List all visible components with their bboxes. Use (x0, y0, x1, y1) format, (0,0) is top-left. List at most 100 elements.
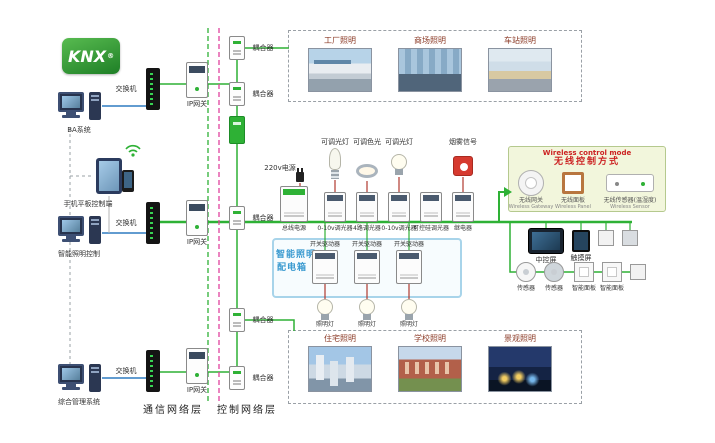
label-touch-screen: 触摸屏 (570, 254, 592, 262)
computer-lighting-control (58, 216, 102, 246)
bulb-base (395, 169, 403, 175)
ip-gateway-middle (186, 200, 208, 236)
label-actuator-3: 开关驱动器 (393, 241, 425, 248)
monitor-base (62, 239, 80, 242)
knx-logo-text: KNX (67, 46, 107, 66)
pc-tower-icon (89, 364, 101, 392)
lamp-icon-3 (401, 299, 417, 321)
label-tunable-light: 可调色光 (353, 138, 381, 146)
label-central-screen: 中控屏 (535, 256, 557, 264)
label-dimmer-0-10v-1: 0-10v调光器 (317, 225, 353, 232)
label-wireless-gateway-zh: 无线网关 (518, 197, 544, 204)
bus-arrowhead (504, 187, 512, 197)
label-coupler-4: 耦合器 (252, 316, 274, 324)
wireless-gateway-icon (518, 170, 544, 196)
label-switch-middle: 交换机 (115, 219, 137, 227)
label-lighting-control: 智能照明控制 (58, 250, 100, 258)
network-switch-bottom (146, 350, 160, 392)
lamp-icon-1 (317, 299, 333, 321)
monitor-icon (58, 364, 84, 384)
label-smart-panel-2: 智能面板 (599, 285, 625, 292)
label-triac-dimmer: 可控硅调光器 (412, 225, 450, 232)
bulb-glass (359, 299, 375, 315)
label-sensor-2: 传感器 (544, 285, 564, 292)
photo-school-lighting (398, 346, 462, 392)
label-ba-system: BA系统 (67, 126, 91, 134)
lamp-icon-2 (359, 299, 375, 321)
label-lamp-3: 照明灯 (399, 321, 419, 328)
bulb-glass (401, 299, 417, 315)
label-actuator-1: 开关驱动器 (309, 241, 341, 248)
touch-screen (572, 230, 590, 252)
distbox-title-line2: 配电箱 (276, 263, 308, 273)
bulb-base (363, 314, 371, 320)
label-switch-top: 交换机 (115, 85, 137, 93)
monitor-icon (58, 92, 84, 112)
wireless-title-en: Wireless control mode (542, 149, 632, 157)
smoke-alarm-icon (453, 156, 473, 176)
coupler-1 (229, 36, 245, 60)
photo-landscape-lighting (488, 346, 552, 392)
phone-icon (122, 170, 134, 192)
label-wireless-gateway-en: Wireless Gateway (508, 204, 554, 210)
wireless-sensor-icon (606, 174, 654, 192)
label-gateway-middle: IP网关 (186, 238, 208, 246)
wifi-icon (124, 142, 142, 157)
photo-factory-lighting (308, 48, 372, 92)
label-dimmable-lamp-2: 可调光灯 (385, 138, 413, 146)
sensor-icon-2 (544, 262, 564, 282)
label-dimmer-0-10v-2: 0-10v调光器 (381, 225, 417, 232)
label-wireless-sensor-en: Wireless Sensor (610, 204, 650, 210)
label-coupler-5: 耦合器 (252, 374, 274, 382)
label-gateway-top: IP网关 (186, 100, 208, 108)
label-lamp-1: 照明灯 (315, 321, 335, 328)
label-dimmer-4ch: 4路调光器 (353, 225, 381, 232)
ip-gateway-top (186, 62, 208, 98)
bulb-icon (391, 154, 407, 176)
bottom-scenes-box (288, 330, 582, 404)
label-control-layer: 控制网络层 (217, 405, 277, 416)
bulb-base (321, 314, 329, 320)
label-smoke-signal: 烟雾信号 (449, 138, 477, 146)
monitor-stand (66, 384, 76, 387)
label-communication-layer: 通信网络层 (143, 405, 203, 416)
label-dimmable-lamp-1: 可调光灯 (321, 138, 349, 146)
label-220v-power: 220v电源 (264, 164, 296, 172)
distbox-title-line1: 智能照明 (275, 250, 317, 260)
coupler-2 (229, 82, 245, 106)
central-control-screen (528, 228, 564, 254)
label-management-system: 综合管理系统 (58, 398, 100, 406)
network-switch-middle (146, 202, 160, 244)
label-sensor-1: 传感器 (516, 285, 536, 292)
bulb-glass (317, 299, 333, 315)
layer-separator-lines (207, 28, 220, 402)
dimmer-4ch-module (356, 192, 378, 222)
wall-panel-small-2 (622, 230, 638, 246)
label-wireless-panel-zh: 无线面板 (560, 197, 586, 204)
monitor-stand (66, 112, 76, 115)
label-switch-bottom: 交换机 (115, 367, 137, 375)
wireless-title-zh: 无线控制方式 (553, 157, 621, 167)
knx-logo: KNX® (62, 38, 120, 74)
coupler-5 (229, 366, 245, 390)
photo-mall-lighting (398, 48, 462, 92)
smart-panel-icon-1 (574, 262, 594, 282)
wall-panel-small-3 (630, 264, 646, 280)
monitor-icon (58, 216, 84, 236)
switch-actuator-1 (312, 250, 338, 284)
coupler-4 (229, 308, 245, 332)
sensor-icon-1 (516, 262, 536, 282)
downlight-icon (356, 164, 378, 178)
bus-power-module (280, 186, 308, 222)
smart-panel-icon-2 (602, 262, 622, 282)
computer-ba-system (58, 92, 102, 122)
label-factory-lighting: 工厂照明 (324, 36, 356, 45)
bulb-glass (329, 148, 341, 170)
relay-module (452, 192, 474, 222)
tablet-icon (96, 158, 122, 194)
label-residential-lighting: 住宅照明 (324, 334, 356, 343)
power-plug-icon (296, 168, 304, 182)
label-bus-power: 总线电源 (281, 225, 307, 232)
network-switch-top (146, 68, 160, 110)
